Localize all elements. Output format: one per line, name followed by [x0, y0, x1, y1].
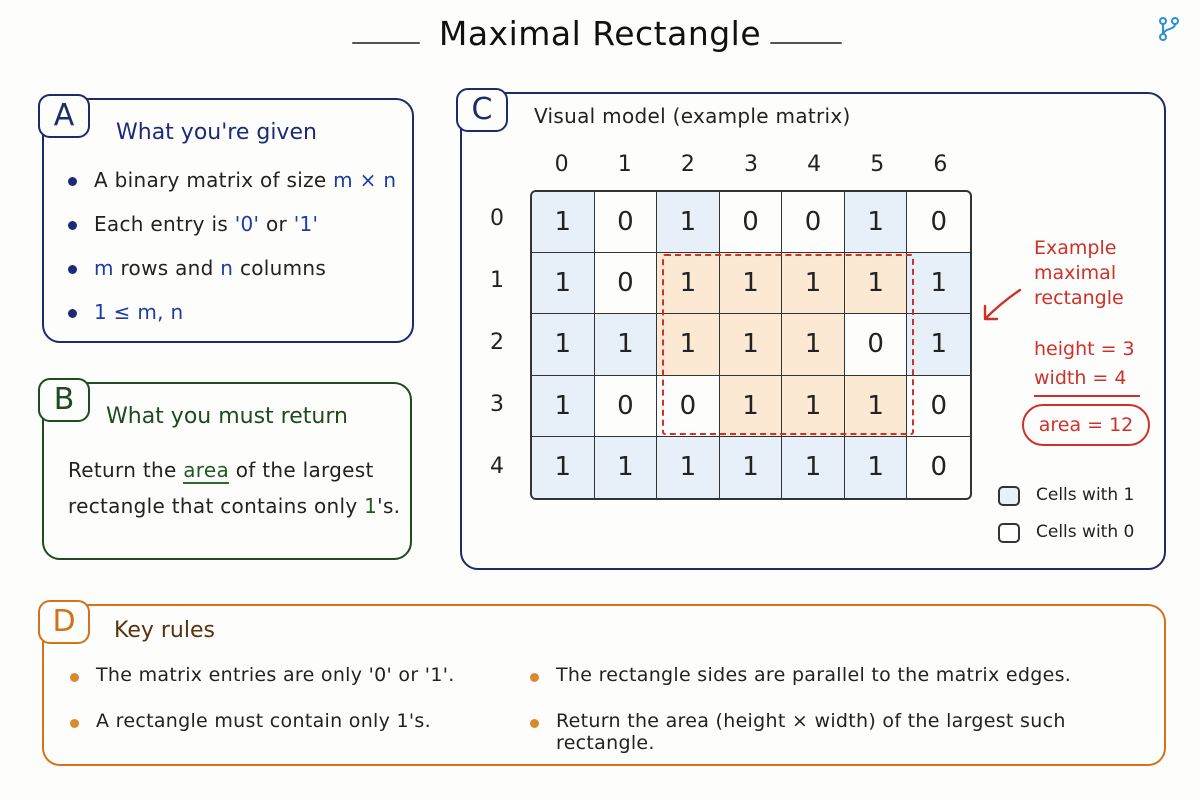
rules-left-list: The matrix entries are only '0' or '1'. … — [68, 664, 455, 756]
matrix-cell: 0 — [844, 314, 908, 376]
row-index: 0 — [490, 206, 504, 231]
matrix-cell: 0 — [594, 253, 658, 315]
title-wrap: Maximal Rectangle — [0, 14, 1200, 53]
matrix-cell: 1 — [719, 436, 783, 498]
matrix-cell: 0 — [594, 375, 658, 437]
matrix-cell: 0 — [930, 452, 947, 483]
panel-badge-c: C — [456, 88, 508, 132]
row-index: 3 — [490, 392, 504, 417]
matrix-cell: 1 — [532, 192, 595, 254]
legend-swatch-ones — [998, 486, 1020, 506]
matrix-cell: 1 — [907, 314, 970, 376]
visual-model-title: Visual model (example matrix) — [534, 104, 851, 128]
page-title: Maximal Rectangle — [438, 14, 762, 53]
matrix-cell: 0 — [782, 192, 845, 254]
matrix-cell: 0 — [657, 375, 720, 437]
return-text: Return the area of the largest rectangle… — [68, 458, 401, 518]
row-index: 2 — [490, 330, 504, 355]
rule-item: The matrix entries are only '0' or '1'. — [68, 664, 455, 710]
rules-right-list: The rectangle sides are parallel to the … — [528, 664, 1164, 756]
panel-return: B What you must return Return the area o… — [38, 378, 412, 560]
given-item: m rows and n columns — [66, 256, 396, 300]
column-index: 5 — [870, 152, 885, 177]
matrix-cell: 0 — [719, 192, 783, 254]
matrix-cell: 1 — [532, 314, 595, 376]
bullet-dot — [70, 719, 79, 728]
rule-item: Return the area (height × width) of the … — [528, 710, 1164, 756]
area-result-pill: area = 12 — [1022, 404, 1150, 446]
given-list: A binary matrix of size m × n Each entry… — [66, 168, 396, 344]
panel-badge-b: B — [38, 378, 90, 422]
width-underline — [1034, 395, 1140, 397]
panel-badge-a: A — [38, 94, 90, 138]
column-index: 6 — [933, 152, 948, 177]
bullet-dot — [68, 177, 77, 186]
title-line-right — [770, 42, 842, 44]
row-index: 1 — [490, 268, 504, 293]
matrix-cell: 1 — [844, 436, 908, 498]
given-item: Each entry is '0' or '1' — [66, 212, 396, 256]
panel-a-heading: What you're given — [116, 120, 317, 145]
matrix-cell: 0 — [907, 376, 970, 437]
matrix-cell: 1 — [719, 375, 783, 437]
matrix-cell: 1 — [844, 253, 908, 315]
annotation-label: Example maximal rectangle — [1034, 237, 1124, 309]
title-line-left — [352, 42, 420, 44]
matrix-cell: 1 — [657, 314, 720, 376]
matrix-cell: 1 — [657, 436, 720, 498]
given-item: A binary matrix of size m × n — [66, 168, 396, 212]
matrix-cell: 0 — [907, 192, 970, 254]
panel-given: A What you're given A binary matrix of s… — [38, 94, 414, 344]
bullet-dot — [68, 309, 77, 318]
matrix-cell: 1 — [657, 192, 720, 254]
matrix-cell: 1 — [719, 253, 783, 315]
matrix-cell: 1 — [657, 253, 720, 315]
matrix-cell: 1 — [782, 314, 845, 376]
panel-visual-model: C — [456, 88, 1166, 570]
bullet-dot — [530, 719, 539, 728]
matrix-cell: 1 — [594, 314, 658, 376]
branch-icon[interactable] — [1156, 16, 1182, 42]
column-index: 2 — [680, 152, 695, 177]
matrix-cell: 1 — [532, 253, 595, 315]
area-underlined: area — [183, 458, 230, 484]
panel-key-rules: D Key rules The matrix entries are only … — [38, 600, 1166, 766]
row-index: 4 — [490, 454, 504, 479]
matrix-cell: 1 — [844, 192, 908, 254]
panel-b-heading: What you must return — [106, 404, 348, 429]
matrix-cell: 1 — [532, 375, 595, 437]
matrix-cell: 1 — [532, 436, 595, 498]
column-index: 3 — [744, 152, 758, 177]
bullet-dot — [70, 673, 79, 682]
rule-item: The rectangle sides are parallel to the … — [528, 664, 1164, 710]
column-index: 0 — [554, 152, 569, 177]
height-label: height = 3 — [1034, 338, 1135, 360]
bullet-dot — [68, 221, 77, 230]
matrix-cell: 1 — [719, 314, 783, 376]
maximal-rectangle-outline — [662, 254, 914, 435]
panel-badge-d: D — [38, 600, 90, 644]
matrix-cell: 1 — [782, 253, 845, 315]
width-label: width = 4 — [1034, 367, 1127, 389]
matrix-cell: 1 — [907, 253, 970, 315]
given-item: 1 ≤ m, n — [66, 300, 396, 344]
annotation-arrow-icon — [983, 288, 1022, 321]
legend-swatch-zeros — [998, 523, 1020, 543]
rule-item: A rectangle must contain only 1's. — [68, 710, 455, 756]
matrix-cell: 1 — [782, 375, 845, 437]
matrix-cell: 1 — [782, 436, 845, 498]
matrix-cell: 1 — [594, 436, 658, 498]
bullet-dot — [68, 265, 77, 274]
column-index: 4 — [807, 152, 822, 177]
column-index: 1 — [617, 152, 632, 177]
matrix-cell: 1 — [844, 375, 908, 437]
bullet-dot — [530, 673, 539, 682]
matrix-cell: 0 — [594, 192, 658, 254]
panel-d-heading: Key rules — [114, 618, 215, 643]
